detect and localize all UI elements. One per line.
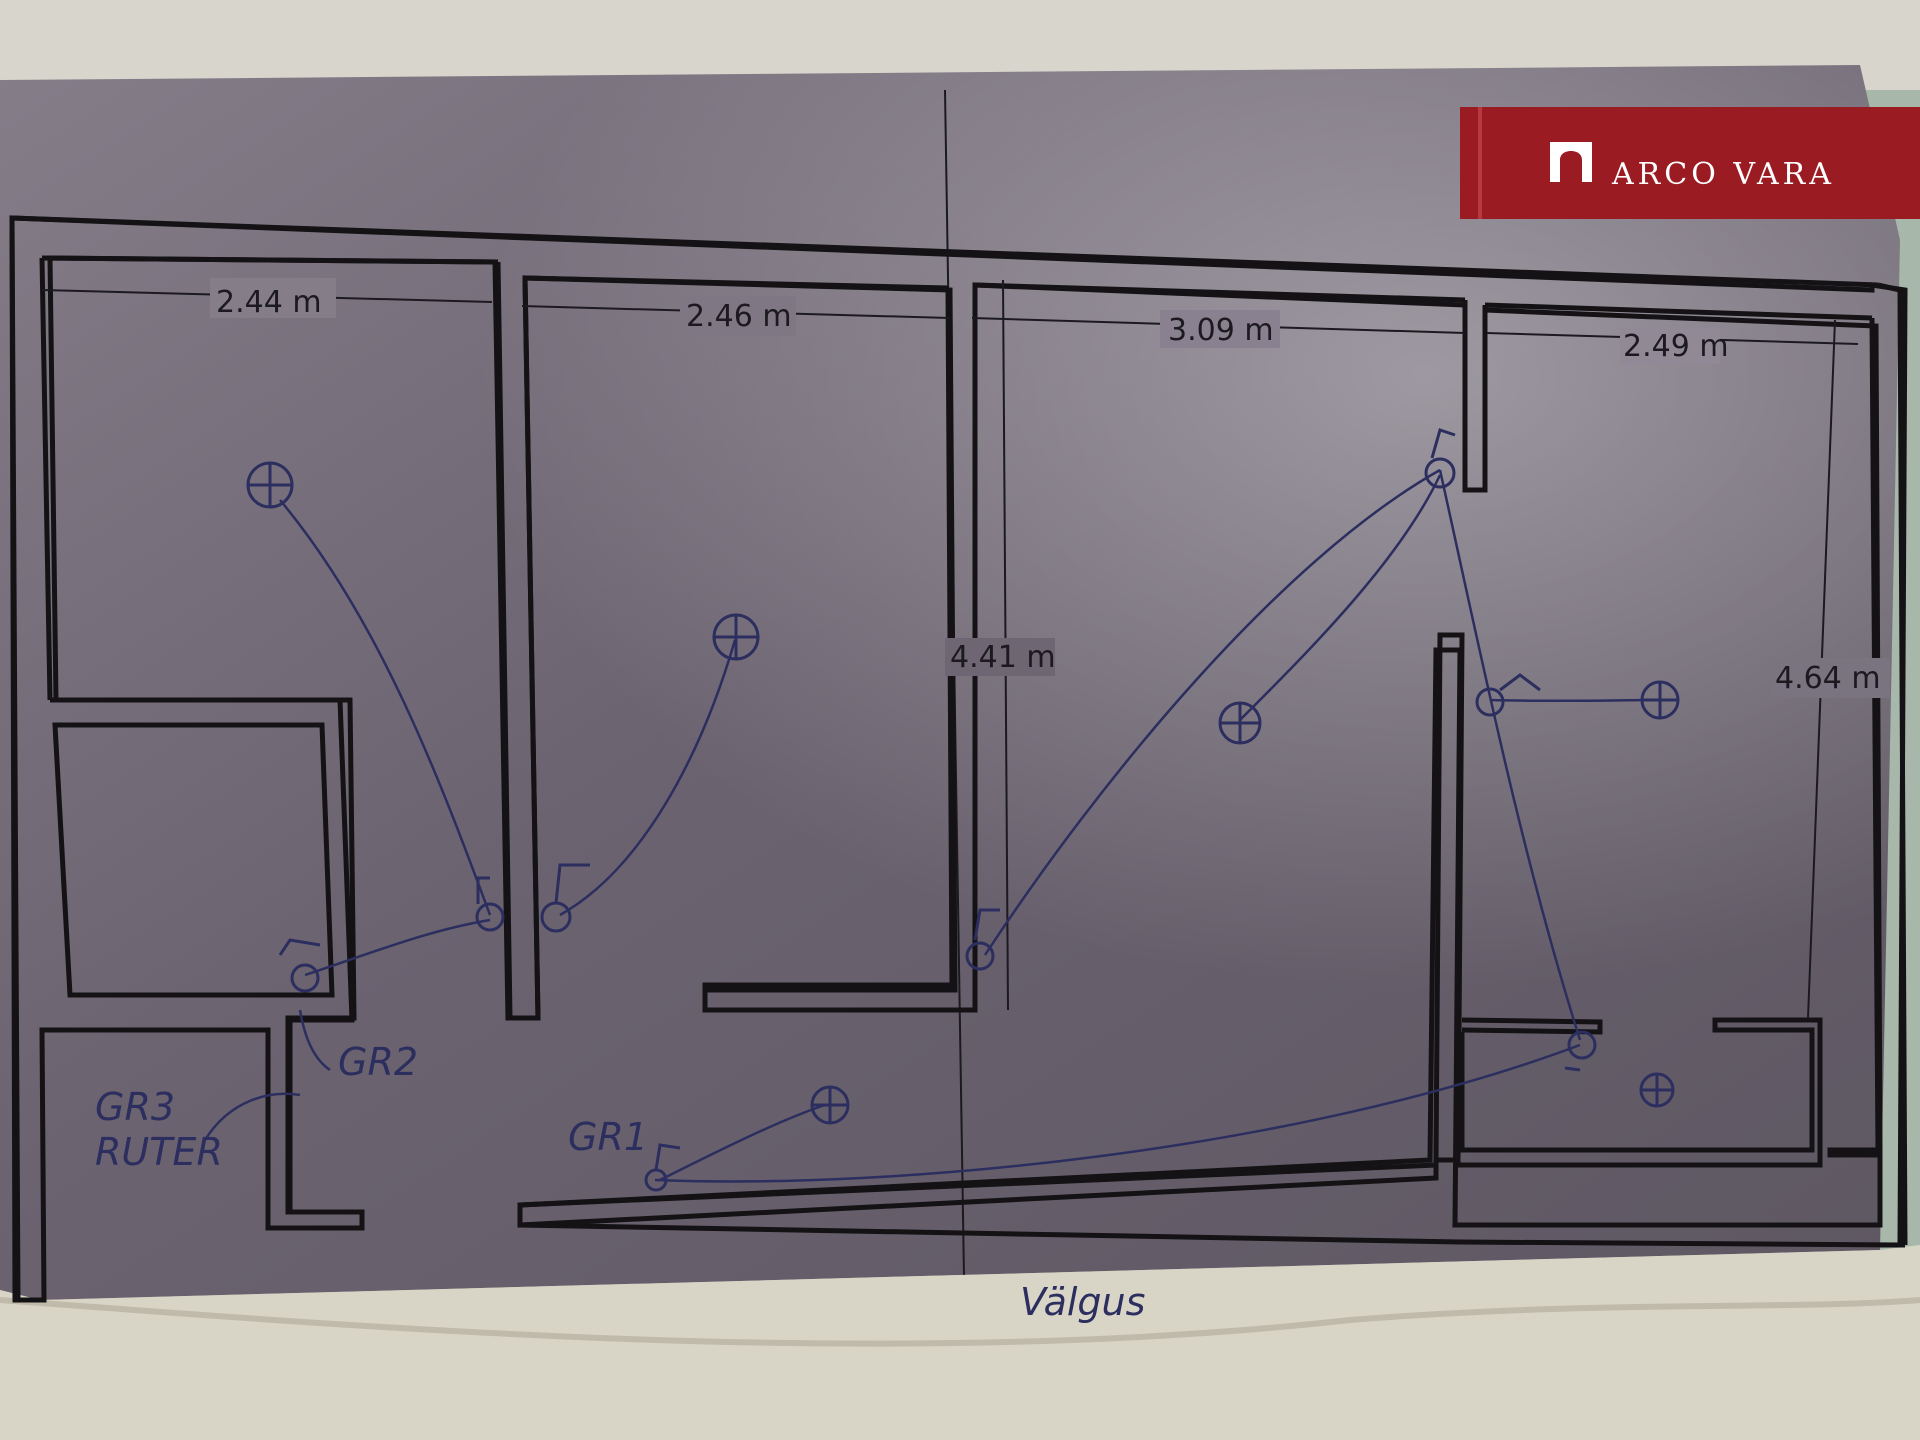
crossed-circle-icon [246,461,294,509]
switch-icon [1424,428,1456,489]
dimension-label: 2.49 m [1623,329,1729,364]
handwritten-label-router: RUTER [95,1130,223,1174]
switches [278,428,1597,1192]
handwritten-label-gr3: GR3 [95,1085,175,1129]
crossed-circle-icon [1640,680,1680,720]
router-pointer-line [203,1092,301,1141]
switch-icon [1564,1030,1597,1072]
crossed-circle-icon [810,1085,850,1125]
brand-banner: ARCO VARA [1460,107,1920,219]
handwritten-label-bottom: Välgus [1020,1280,1145,1324]
tape-crease [0,1297,1920,1347]
dimension-labels: 2.44 m 2.46 m 3.09 m 2.49 m 4.41 m 4.64 … [210,278,1890,698]
handwritten-label-gr2: GR2 [338,1040,418,1084]
dimension-label: 3.09 m [1168,313,1274,348]
handwritten-labels: GR1 GR2 GR3 RUTER Välgus [95,1009,1145,1324]
crossed-circle-icon [1218,701,1262,745]
wiring [279,468,1661,1183]
brand-banner-background [1460,107,1920,219]
dimension-label: 4.41 m [950,640,1056,675]
crossed-circle-icon [1639,1072,1675,1108]
switch-icon [475,876,505,932]
brand-name: ARCO VARA [1611,157,1835,192]
switch-icon [278,938,321,993]
dimension-label: 4.64 m [1775,661,1881,696]
dimension-label: 2.46 m [686,299,792,334]
dimension-label: 2.44 m [216,285,322,320]
ceiling-lights [246,461,1680,1125]
switch-icon [965,908,1000,971]
wall-outlines [9,215,1908,1301]
arch-logo-icon [1550,142,1592,182]
crossed-circle-icon [712,613,760,661]
socket-icon [644,1143,681,1192]
gr2-pointer-line [298,1009,331,1072]
switch-icon [540,863,590,933]
handwritten-label-gr1: GR1 [568,1115,648,1159]
switch-icon [1475,673,1541,717]
